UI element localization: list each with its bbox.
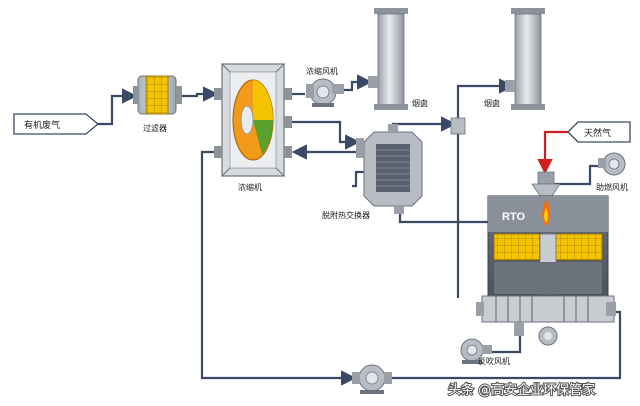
chimney-1: 烟囱 xyxy=(368,8,428,110)
pipe-to-chimney-2 xyxy=(456,78,515,118)
filter: 过滤器 xyxy=(133,75,182,133)
concentrator: 浓缩机 xyxy=(214,63,292,192)
watermark-text: 头条 @高安企业环保管家 xyxy=(448,382,595,398)
organic-waste-gas-tag: 有机废气 xyxy=(13,113,100,135)
pipe-backflush xyxy=(492,332,522,354)
natural-gas-label: 天然气 xyxy=(584,127,611,139)
pipe-left-return xyxy=(200,150,357,386)
chimney-2: 烟囱 xyxy=(484,8,545,110)
natural-gas-tag: 天然气 xyxy=(567,121,631,143)
combustion-fan-label: 助燃风机 xyxy=(596,182,628,192)
desorption-heat-exchanger-label: 脱附热交换器 xyxy=(322,210,370,220)
filter-label: 过滤器 xyxy=(143,123,167,133)
pipe-waste-gas-to-filter xyxy=(96,88,138,126)
pipe-fan-to-chimney xyxy=(342,74,373,92)
rto-label: RTO xyxy=(502,211,525,223)
concentrator-fan-label: 浓缩风机 xyxy=(306,66,338,76)
concentrator-label: 浓缩机 xyxy=(238,182,262,192)
watermark: 头条 @高安企业环保管家 xyxy=(447,381,596,399)
concentrator-fan: 浓缩风机 xyxy=(306,66,344,107)
backflush-fan-label: 反吹风机 xyxy=(478,356,510,366)
return-fan xyxy=(352,364,392,394)
chimney-1-label: 烟囱 xyxy=(412,98,428,108)
pipe-combustion-air xyxy=(552,164,604,186)
pipe-filter-to-concentrator xyxy=(181,86,219,102)
junction-valve xyxy=(450,117,466,135)
chimney-2-label: 烟囱 xyxy=(484,98,500,108)
pipe-concentrator-to-exchanger-top xyxy=(289,120,361,150)
desorption-heat-exchanger: 脱附热交换器 xyxy=(322,124,423,220)
organic-waste-gas-label: 有机废气 xyxy=(24,119,60,131)
pipe-natural-gas xyxy=(537,130,568,175)
backflush-fan: 反吹风机 xyxy=(460,338,510,366)
combustion-fan: 助燃风机 xyxy=(596,152,628,192)
rto-unit: RTO xyxy=(476,171,616,346)
pipe-rto-to-exchanger xyxy=(398,204,488,224)
